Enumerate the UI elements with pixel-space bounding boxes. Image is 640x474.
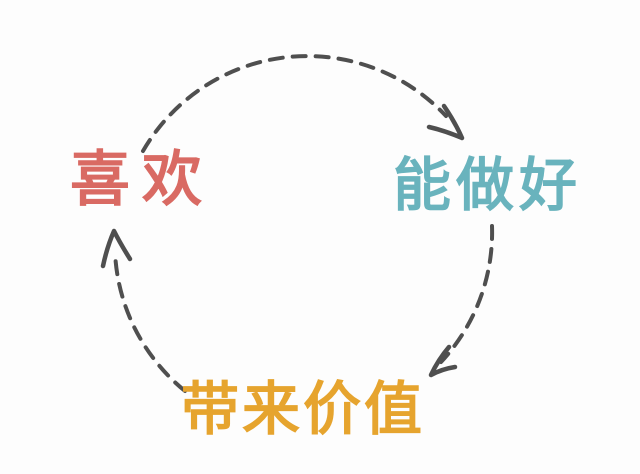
node-bring-value-label: 带来价值 xyxy=(181,377,426,442)
node-can-do-well-label: 能做好 xyxy=(393,153,583,218)
edge-like-to-cando-arc xyxy=(141,54,448,153)
edge-cando-to-value-arrowhead-icon xyxy=(428,344,458,378)
edge-cando-to-value-arc xyxy=(439,224,495,364)
node-like-label: 喜欢 xyxy=(70,146,214,213)
edge-value-to-like-arc xyxy=(113,250,187,393)
edge-like-to-cando-arrowhead-icon xyxy=(426,103,465,141)
edge-value-to-like-arrowhead-icon xyxy=(100,228,133,269)
